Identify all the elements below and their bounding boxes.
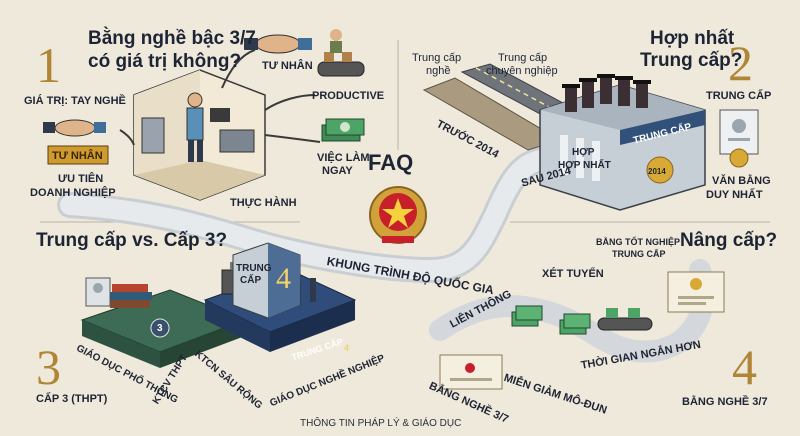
tc-nghe-line1: Trung cấp (412, 52, 462, 64)
merged-school-building (539, 84, 706, 211)
diploma-line1: VĂN BẰNG (712, 175, 771, 187)
merge-line2: HỢP NHẤT (558, 160, 611, 171)
cert-line2: TRUNG CẤP (612, 249, 666, 259)
section-number-4: 4 (732, 339, 757, 395)
trung-cap-right-label: TRUNG CẤP (706, 90, 772, 102)
q1-priority-line1: ƯU TIÊN (58, 173, 104, 185)
grade-label: CẤP 3 (THPT) (36, 393, 108, 405)
diploma-line2: DUY NHẤT (706, 189, 763, 201)
trung-cap-tower (232, 242, 301, 319)
tc-nghe-line2: nghề (426, 65, 451, 77)
private-label: TƯ NHÂN (262, 60, 313, 72)
workshop-room (133, 69, 266, 201)
merge-line1: HỢP (572, 147, 595, 158)
private-sign-board (47, 145, 109, 165)
job-label-line2: NGAY (322, 165, 353, 177)
seal-year: 2014 (648, 167, 666, 176)
xet-tuyen-label: XÉT TUYỂN (542, 268, 604, 280)
private-sign-label: TƯ NHÂN (52, 150, 103, 162)
arrow-private (221, 49, 256, 89)
tower-number: 4 (276, 262, 291, 295)
stack-number: 3 (157, 323, 163, 334)
q1-priority-line2: DOANH NGHIỆP (30, 187, 116, 199)
tc-cn-line2: chuyên nghiệp (486, 65, 558, 77)
arrow-job (264, 134, 321, 143)
section-number-2: 2 (728, 35, 753, 91)
footer-text: THÔNG TIN PHÁP LÝ & GIÁO DỤC (300, 418, 462, 429)
arrow-value (119, 129, 135, 146)
q1-value-label: GIÁ TRỊ: TAY NGHỀ (24, 95, 126, 107)
platform-number: 4 (344, 343, 350, 353)
job-label-line1: VIỆC LÀM (317, 152, 370, 164)
q3-question: Trung cấp vs. Cấp 3? (36, 230, 228, 251)
handshake-icon (244, 34, 312, 54)
section-number-3: 3 (36, 339, 61, 395)
national-emblem-icon (369, 186, 427, 244)
ribbon-highlight (60, 150, 550, 281)
general-education-platform (80, 277, 247, 368)
q2-question-line1: Hợp nhất (650, 28, 735, 49)
conveyor-icon (317, 29, 365, 77)
id-diploma-icon (719, 109, 759, 168)
q4-question: Nâng cấp? (680, 230, 778, 251)
q4-right-label: BẰNG NGHỀ 3/7 (682, 396, 768, 408)
diploma-certificate-bottom (439, 354, 503, 390)
q1-question-line2: có giá trị không? (88, 51, 242, 72)
productive-label: PRODUCTIVE (312, 90, 385, 102)
handshake-icon-left (43, 119, 106, 137)
trung-cap-certificate (667, 271, 725, 313)
q2-question-line2: Trung cấp? (640, 50, 743, 71)
arrow-productive (264, 94, 316, 111)
tower-line1: TRUNG (236, 263, 272, 274)
section-number-1: 1 (36, 37, 61, 93)
faq-title: FAQ (368, 150, 414, 175)
q1-question-line1: Bằng nghề bậc 3/7 (88, 28, 256, 49)
practice-label: THỰC HÀNH (230, 197, 297, 209)
graduates-group (562, 74, 651, 112)
conveyor-icon-2 (597, 308, 653, 331)
money-stack-icon-3 (559, 313, 591, 335)
tower-line2: CẤP (240, 275, 262, 286)
tc-cn-line1: Trung cấp (498, 52, 548, 64)
money-stack-icon (321, 118, 365, 142)
lower-ribbon (429, 259, 715, 363)
cert-line1: BẰNG TỐT NGHIỆP (596, 237, 681, 247)
money-stack-icon-2 (511, 305, 543, 327)
